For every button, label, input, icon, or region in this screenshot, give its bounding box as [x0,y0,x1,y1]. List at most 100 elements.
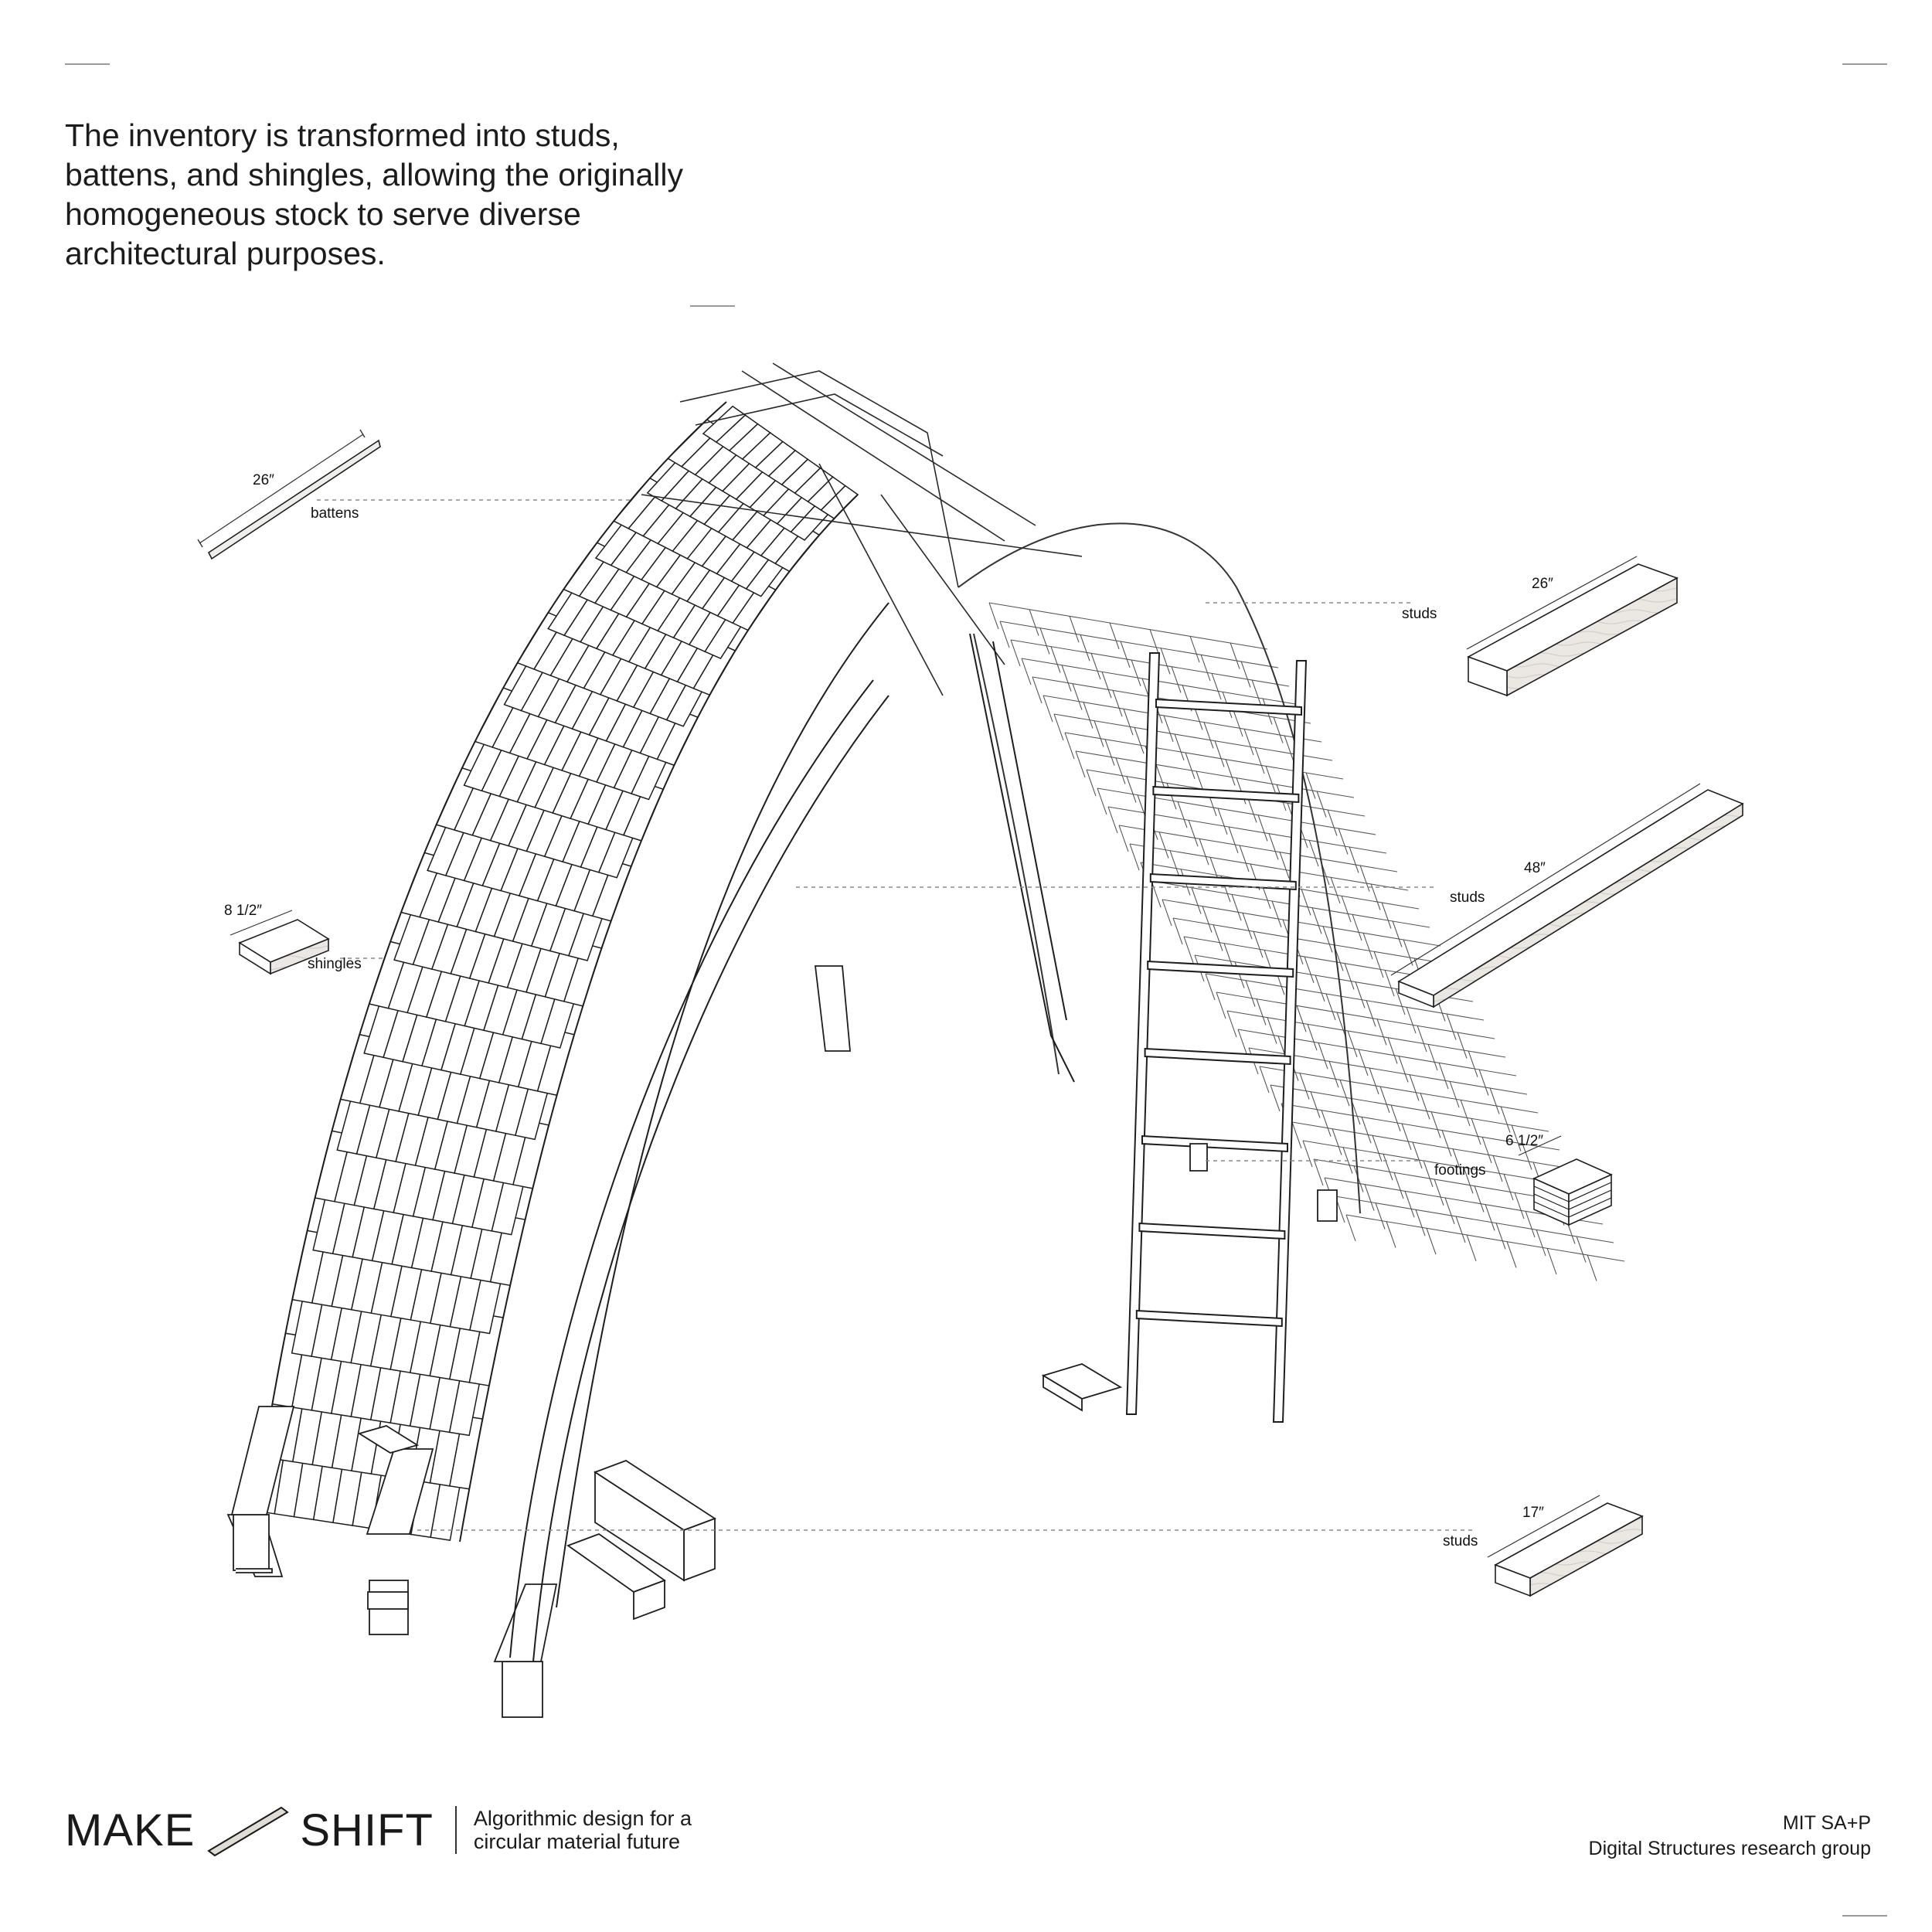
back-shingle [1345,1214,1356,1242]
back-shingle [1094,720,1104,747]
back-shingle [1101,672,1112,699]
back-shingle [1369,1067,1379,1094]
top-left-rule [65,63,110,65]
back-shingle-row [1205,973,1485,1021]
back-shingle [1171,666,1182,693]
tagline-line-2: circular material future [473,1830,681,1853]
back-shingle-row [1259,1066,1539,1114]
back-shingle [1189,635,1200,663]
back-shingle [1358,1049,1369,1076]
back-shingle [1587,1254,1597,1281]
back-shingle [1386,1221,1396,1248]
back-shingle [1231,894,1242,921]
back-shingle-row [1345,1214,1625,1262]
back-shingle [1395,988,1406,1015]
back-shingle [1327,809,1338,836]
back-shingle [1291,1121,1302,1149]
front-arch-shingles [254,405,859,1541]
ladder-rung [1144,1047,1291,1066]
credit: MIT SA+P Digital Structures research gro… [1589,1811,1871,1862]
tagline: Algorithmic design for a circular materi… [474,1807,692,1853]
back-shingle [1339,1080,1350,1107]
back-shingle [999,621,1010,648]
back-shingle [1301,889,1311,916]
back-shingle [1259,1066,1270,1094]
back-shingle [1256,998,1267,1026]
back-shingle [1446,1013,1457,1040]
back-shingle [1415,1209,1426,1236]
back-shingle [1376,1019,1387,1046]
studs-top-dimension: 26″ [1532,576,1553,592]
back-shingle [1546,1247,1557,1275]
back-shingle [1115,757,1126,784]
back-shingle-row [1162,899,1441,947]
back-shingle [1379,1086,1390,1113]
back-shingle [1406,1006,1417,1034]
studs-top-callout: 26″ studs [1402,556,1679,697]
bottom-right-rule [1842,1915,1887,1917]
back-shingle [1254,747,1265,774]
back-shingle [1522,1143,1532,1170]
back-shingle [1305,772,1316,799]
back-shingle [1021,658,1032,685]
back-shingle-row [1237,1029,1517,1077]
back-shingle [1500,1106,1511,1133]
credit-line-2: Digital Structures research group [1588,1838,1871,1859]
back-shingle [1265,765,1276,793]
back-shingle [1284,735,1294,762]
back-shingle-row [1291,1121,1571,1169]
back-shingle [1240,661,1251,688]
back-shingle [1279,852,1290,879]
front-arch-legs [226,965,851,1718]
back-shingle [1214,740,1225,767]
back-shingle [1511,1124,1522,1151]
back-shingle [1243,728,1254,756]
back-shingle [1384,969,1395,997]
back-shingle [1495,1223,1506,1250]
studs-bottom-label: studs [1443,1533,1478,1549]
back-shingle [1268,833,1279,860]
back-arch-shingles [957,522,1625,1281]
back-shingle [1169,850,1180,877]
back-shingle [1468,1050,1478,1077]
back-shingle [1053,713,1064,741]
studs-middle-label: studs [1450,889,1485,906]
front-arch-outline [254,401,889,1608]
ladder-rung [1155,698,1302,716]
back-shingle [1134,727,1145,754]
back-shingle [1213,924,1223,951]
back-shingle [1090,653,1101,680]
brand-make: MAKE [65,1804,196,1855]
back-shingle [1162,899,1172,927]
back-shingle [1299,1073,1310,1100]
back-shingle [1050,646,1061,673]
back-shingle [1109,622,1120,649]
back-shingle [1107,806,1118,834]
back-shingle [1434,1179,1444,1206]
back-shingle [1344,963,1355,990]
intro-text: The inventory is transformed into studs,… [65,116,760,274]
back-shingle [1172,917,1183,945]
back-shingle [1308,839,1319,867]
back-shingle [1341,895,1352,923]
back-shingle [1064,732,1075,760]
back-shingle-row [1118,825,1398,872]
ladder-rung [1138,1222,1286,1240]
back-shingle [1366,1000,1376,1027]
back-shingle-row [1216,992,1495,1039]
back-shingle [1257,815,1268,842]
footings-label: footings [1434,1162,1486,1179]
studs-top-label: studs [1402,606,1437,622]
back-shingle [1083,702,1094,729]
back-shingle [1390,1104,1401,1131]
footings-callout: 6 1/2″ footings [1434,1133,1613,1226]
back-shingle [1151,880,1162,908]
back-shingle [1160,648,1171,675]
back-shingle [1355,981,1366,1009]
back-shingle [1203,722,1214,749]
back-shingle [1118,825,1129,852]
back-shingle-row [1172,917,1452,965]
back-shingle [1426,1228,1437,1255]
back-shingle [1373,951,1384,978]
back-shingle [1072,683,1083,710]
